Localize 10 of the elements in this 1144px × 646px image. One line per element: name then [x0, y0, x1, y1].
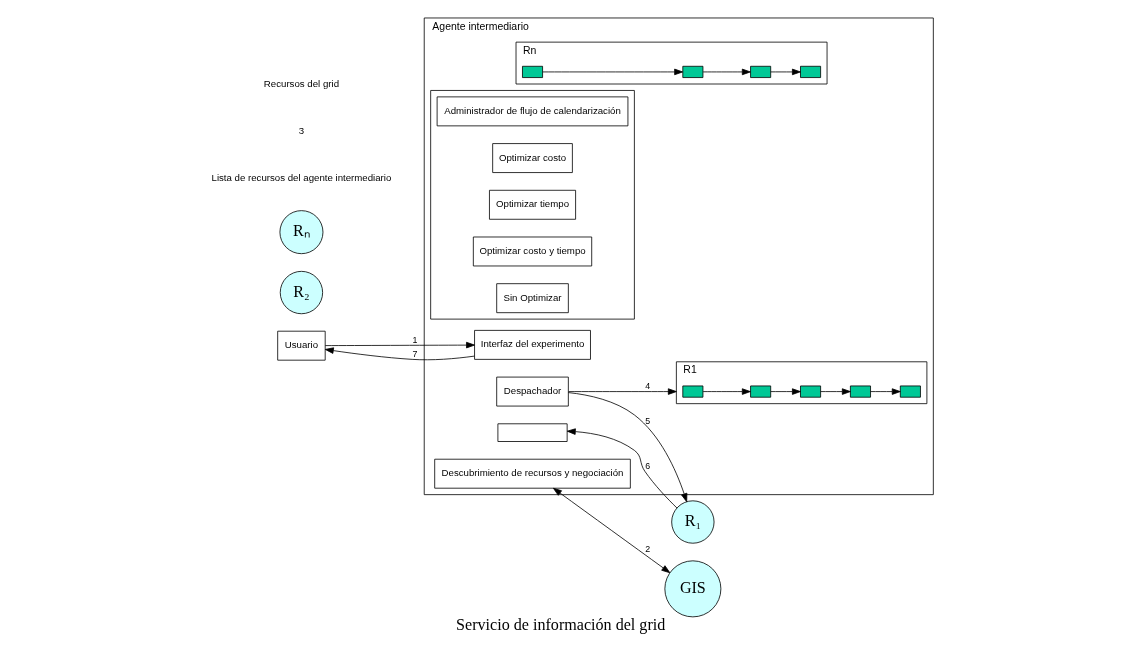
edge-label: 7 — [412, 348, 417, 359]
label: Recursos del grid — [263, 78, 339, 90]
edge-label: 4 — [644, 381, 650, 391]
label: 3 — [298, 125, 304, 137]
edge-label: 2 — [644, 543, 650, 554]
node-label: Servicio de información del grid — [455, 615, 665, 633]
edge-label: 5 — [644, 415, 650, 426]
edge-label: 1 — [412, 335, 417, 346]
edge-label: 6 — [644, 460, 650, 471]
label: Lista de recursos del agente intermediario — [211, 171, 391, 183]
